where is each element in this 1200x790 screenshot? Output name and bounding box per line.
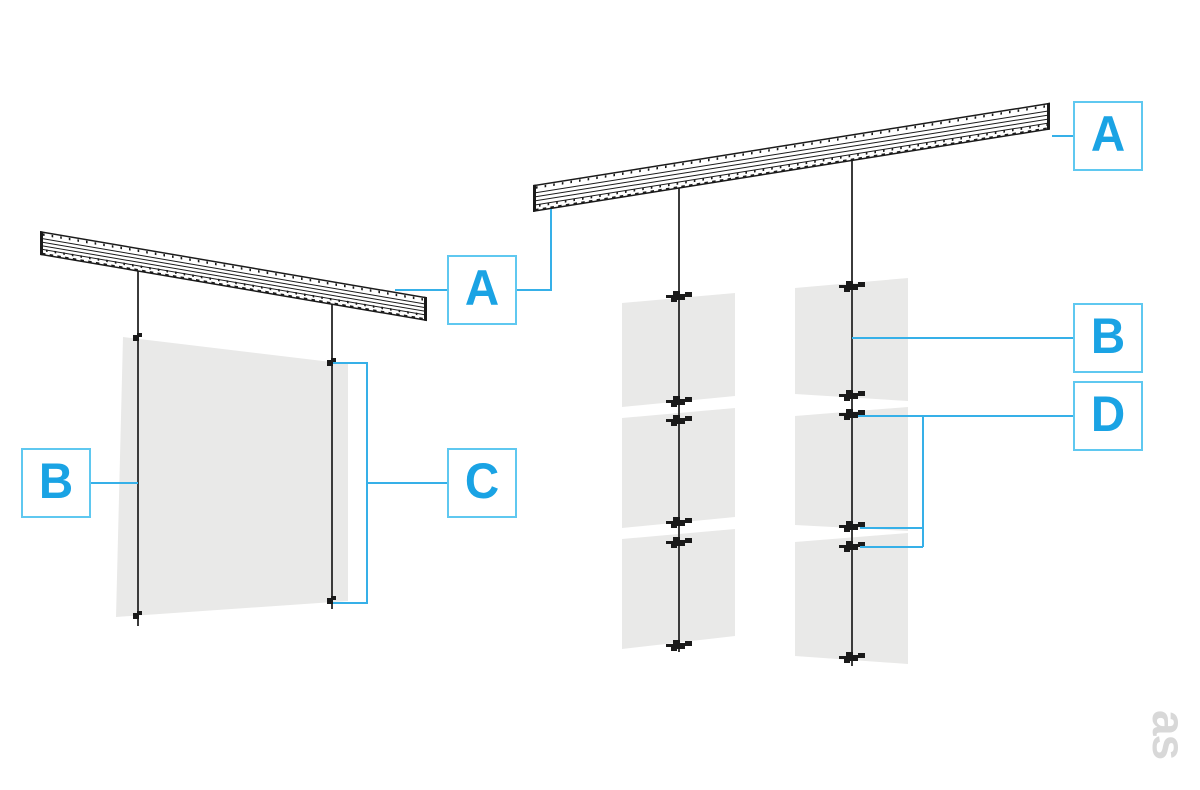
callout-box-a-right: A — [1073, 101, 1143, 171]
callout-letter: D — [1090, 385, 1126, 442]
mounting-rail — [40, 231, 427, 322]
rail-groove-line — [534, 110, 1049, 194]
callout-connector-line — [517, 209, 552, 291]
callout-box-b-left: B — [21, 448, 91, 518]
rail-perforation-row — [43, 233, 424, 301]
callout-box-a-left: A — [447, 255, 517, 325]
callout-box-c: C — [447, 448, 517, 518]
callout-letter: B — [1090, 307, 1126, 364]
brand-logo-text: as — [1143, 710, 1195, 760]
panel-hanger-clamp — [133, 611, 142, 619]
panel-hanger-clamp — [327, 596, 336, 604]
panel-cable-clamp — [839, 409, 865, 420]
rail-groove-line — [41, 237, 426, 305]
panel-cable-clamp — [839, 541, 865, 552]
rail-bottom-dash-row — [42, 252, 425, 320]
rail-groove-line — [41, 245, 426, 312]
panel-cable-clamp — [666, 537, 692, 548]
rail-body — [40, 231, 427, 322]
panel-hanger-clamp — [327, 358, 336, 366]
callout-letter: A — [1090, 105, 1126, 162]
callout-letter: B — [38, 452, 74, 509]
mounting-rail — [533, 102, 1050, 212]
callout-box-b-right: B — [1073, 303, 1143, 373]
rail-groove-line — [41, 248, 426, 316]
callout-letter: C — [464, 452, 500, 509]
callout-letter: A — [464, 259, 500, 316]
panel-cable-clamp — [839, 652, 865, 663]
panel-cable-clamp — [839, 521, 865, 532]
callout-box-d: D — [1073, 381, 1143, 451]
panel-cable-clamp — [666, 415, 692, 426]
rail-groove-line — [534, 118, 1049, 202]
panel-cable-clamp — [666, 291, 692, 302]
display-panel — [116, 337, 348, 617]
rail-groove-line — [41, 241, 426, 309]
panel-hanger-clamp — [133, 333, 142, 341]
panel-cable-clamp — [839, 281, 865, 292]
rail-groove-line — [534, 122, 1049, 206]
panel-cable-clamp — [666, 396, 692, 407]
rail-groove-line — [534, 114, 1049, 198]
panel-cable-clamp — [839, 390, 865, 401]
rail-bottom-dash-row — [535, 127, 1048, 211]
panel-cable-clamp — [666, 640, 692, 651]
rail-body — [533, 102, 1050, 212]
panel-cable-clamp — [666, 517, 692, 528]
